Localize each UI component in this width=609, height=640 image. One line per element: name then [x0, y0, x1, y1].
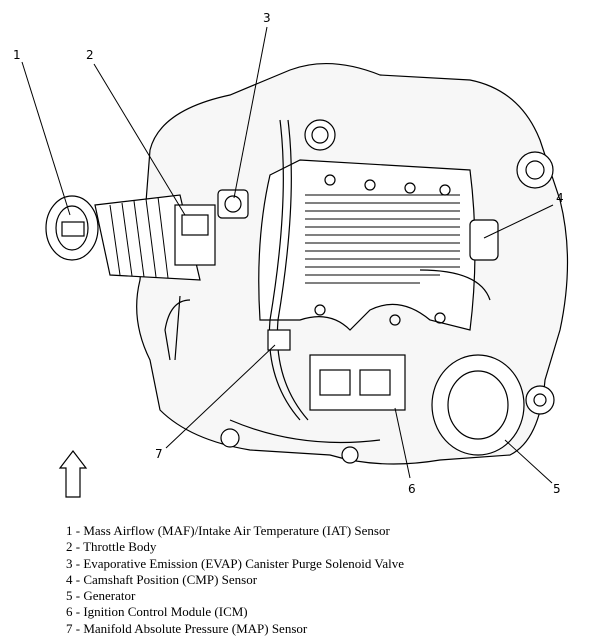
- callout-number-3: 3: [263, 11, 271, 25]
- legend-item: 6 - Ignition Control Module (ICM): [66, 604, 248, 620]
- leader-line-7: [165, 344, 276, 449]
- leader-line-2: [93, 63, 186, 216]
- leader-line-4: [483, 204, 554, 239]
- component-legend: 1 - Mass Airflow (MAF)/Intake Air Temper…: [66, 523, 404, 637]
- callout-number-6: 6: [408, 482, 416, 496]
- legend-item: 7 - Manifold Absolute Pressure (MAP) Sen…: [66, 620, 308, 636]
- legend-item: 4 - Camshaft Position (CMP) Sensor: [66, 571, 258, 587]
- callout-number-7: 7: [155, 447, 163, 461]
- callout-number-1: 1: [13, 48, 21, 62]
- legend-item: 1 - Mass Airflow (MAF)/Intake Air Temper…: [66, 523, 390, 538]
- leader-line-1: [21, 61, 71, 216]
- engine-illustration: [45, 63, 569, 465]
- legend-item: 2 - Throttle Body: [66, 539, 157, 555]
- callout-number-5: 5: [553, 482, 561, 496]
- leader-line-5: [504, 439, 553, 484]
- leader-line-3: [233, 26, 268, 199]
- leader-line-6: [394, 407, 411, 479]
- legend-item: 3 - Evaporative Emission (EVAP) Canister…: [66, 555, 404, 571]
- callout-number-4: 4: [556, 191, 564, 205]
- callout-number-2: 2: [86, 48, 94, 62]
- up-arrow-icon: [58, 450, 88, 498]
- legend-item: 5 - Generator: [66, 588, 136, 604]
